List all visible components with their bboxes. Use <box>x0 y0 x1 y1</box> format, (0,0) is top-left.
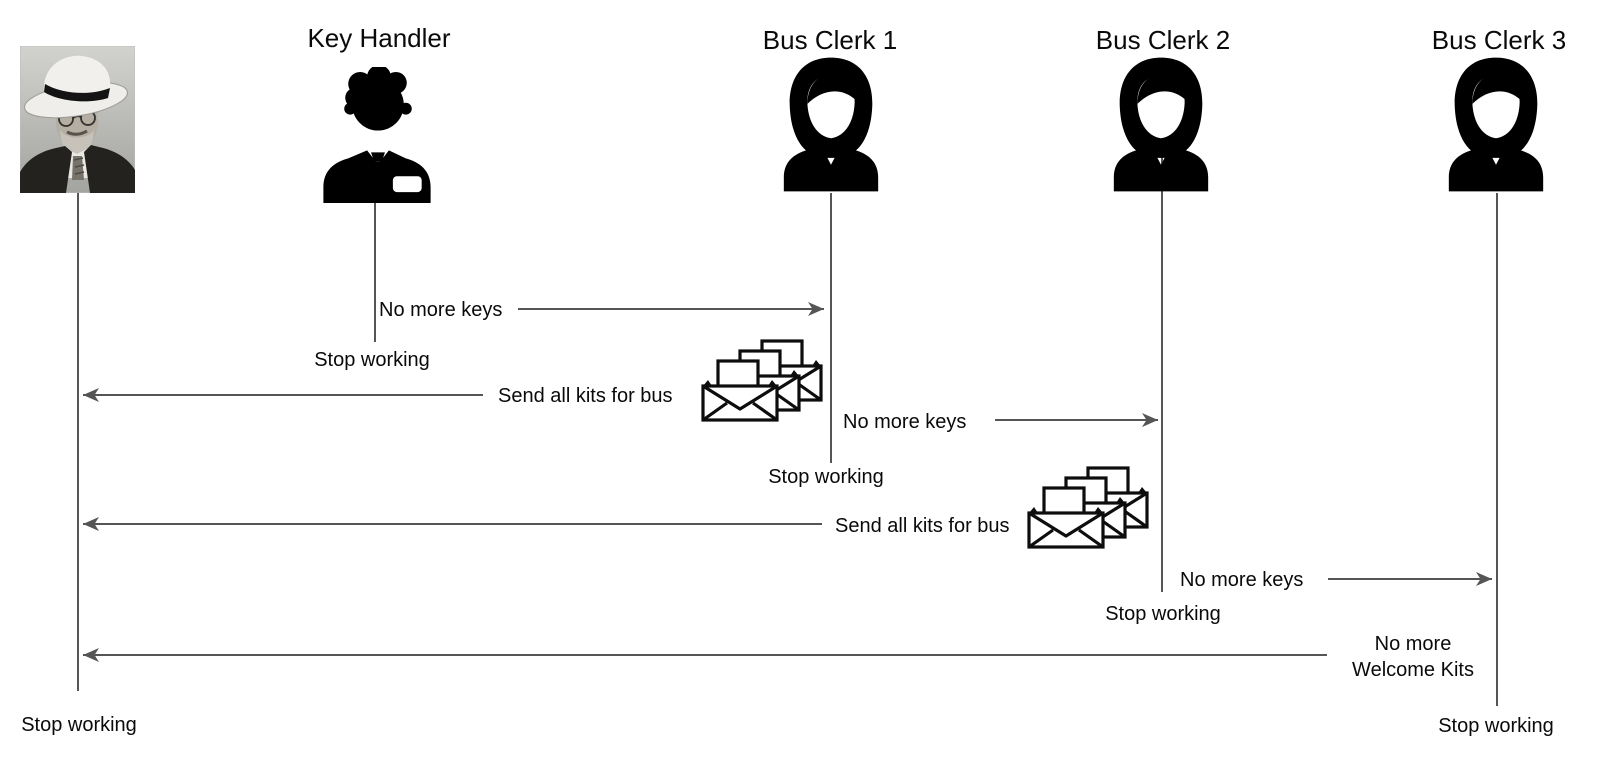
actor-label-bus-clerk-3: Bus Clerk 3 <box>1431 25 1567 55</box>
message-label-send-kits-2: Send all kits for bus <box>835 515 1010 537</box>
note-stop-working-guest: Stop working <box>21 714 137 736</box>
message-label-no-more-keys-1: No more keys <box>379 299 503 321</box>
note-stop-working-bus-clerk-2: Stop working <box>1105 603 1221 625</box>
note-stop-working-bus-clerk-1: Stop working <box>768 466 884 488</box>
hilbert-portrait-photo <box>20 46 135 193</box>
note-stop-working-key-handler: Stop working <box>314 349 430 371</box>
message-label-no-more-keys-3: No more keys <box>1180 569 1304 591</box>
message-label-line1: No more <box>1374 633 1452 655</box>
envelope-stack-icon-2 <box>1026 466 1150 550</box>
message-label-line2: Welcome Kits <box>1352 659 1474 681</box>
note-stop-working-bus-clerk-3: Stop working <box>1438 715 1554 737</box>
message-label-no-more-keys-2: No more keys <box>843 411 967 433</box>
message-label-no-more-welcome-kits: No more Welcome Kits <box>1352 631 1474 683</box>
envelope-stack-icon-1 <box>700 339 824 423</box>
woman-icon-bus-clerk-1 <box>774 56 888 192</box>
actor-label-key-handler: Key Handler <box>307 23 451 53</box>
actor-label-bus-clerk-2: Bus Clerk 2 <box>1095 25 1231 55</box>
message-label-send-kits-1: Send all kits for bus <box>498 385 673 407</box>
actor-label-bus-clerk-1: Bus Clerk 1 <box>762 25 898 55</box>
man-in-suit-icon <box>315 67 439 203</box>
woman-icon-bus-clerk-2 <box>1104 56 1218 192</box>
woman-icon-bus-clerk-3 <box>1439 56 1553 192</box>
